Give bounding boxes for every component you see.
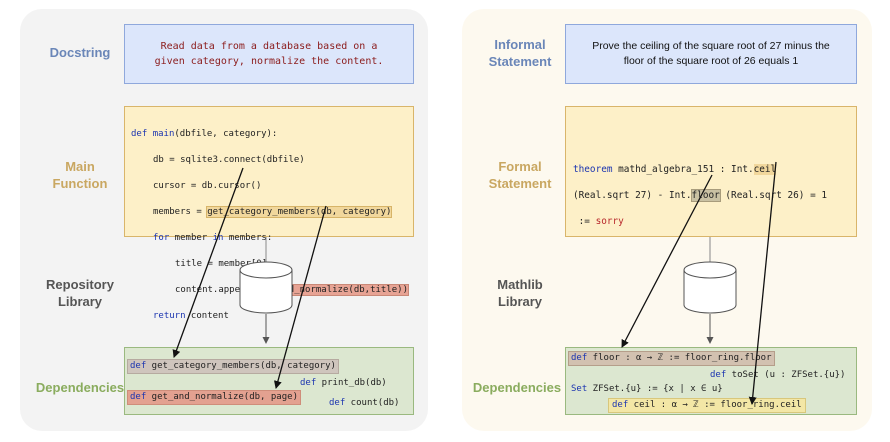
code-keyword: def xyxy=(710,370,727,380)
code-keyword: def xyxy=(571,353,588,363)
code-text: members: xyxy=(223,233,273,243)
highlight-ceil: ceil xyxy=(753,164,777,175)
main-function-code: def main(dbfile, category): db = sqlite3… xyxy=(131,115,409,336)
formal-statement-label: Formal Statement xyxy=(488,159,552,191)
code-text: (Real.sqrt 27) - Int. xyxy=(573,190,692,201)
code-keyword: def xyxy=(131,129,148,139)
code-line-3: cursor = db.cursor() xyxy=(153,181,262,191)
highlight-get-category-members: get_category_members(db, category) xyxy=(206,206,393,218)
informal-statement-text: Prove the ceiling of the square root of … xyxy=(592,40,830,67)
code-line-6: title = member[0] xyxy=(175,259,268,269)
code-line-2: db = sqlite3.connect(dbfile) xyxy=(153,155,305,165)
docstring-box xyxy=(124,24,414,84)
code-text: members = xyxy=(153,207,208,217)
arrow-floor xyxy=(621,174,713,348)
code-keyword: theorem xyxy=(573,164,613,175)
code-text: member xyxy=(169,233,213,243)
code-sorry-keyword: sorry xyxy=(595,216,624,227)
code-text: count(db) xyxy=(345,398,400,408)
code-line-1: def main(dbfile, category): xyxy=(131,128,408,141)
docstring-text: Read data from a database based on a giv… xyxy=(154,41,384,67)
code-text: ZFSet.{u} := {x | x ∈ u} xyxy=(587,384,723,394)
code-text: get_category_members(db, category) xyxy=(146,361,336,371)
code-function-name: main xyxy=(152,129,175,139)
arrow-get-category-members xyxy=(172,167,244,358)
dep-zfset: Set ZFSet.{u} := {x | x ∈ u} xyxy=(571,383,723,396)
formal-statement-box xyxy=(565,106,857,237)
code-keyword: def xyxy=(612,400,629,410)
database-icon-right xyxy=(683,261,737,314)
code-text: floor : α → ℤ := floor_ring.floor xyxy=(587,353,772,363)
dep-print-db: def print_db(db) xyxy=(300,377,387,390)
code-keyword: def xyxy=(130,361,147,371)
formal-line-1: theorem mathd_algebra_151 : Int.ceil xyxy=(573,163,827,176)
repository-library-label: Repository Library xyxy=(46,277,114,309)
formal-statement-code: theorem mathd_algebra_151 : Int.ceil (Re… xyxy=(573,150,827,241)
dep-floor: def floor : α → ℤ := floor_ring.floor xyxy=(568,351,775,366)
code-line-8: return content xyxy=(131,310,408,323)
code-text: print_db(db) xyxy=(316,378,387,388)
formal-line-3: := sorry xyxy=(573,215,827,228)
highlight-floor: floor xyxy=(690,189,721,202)
code-keyword: return xyxy=(153,311,186,321)
highlight-get-and-normalize: get_and_normalize(db,title)) xyxy=(255,284,409,296)
database-icon-left xyxy=(239,261,293,314)
code-line-4: members = get_category_members(db, categ… xyxy=(131,206,408,219)
code-text: content xyxy=(185,311,229,321)
informal-statement-label: Informal Statement xyxy=(488,37,552,69)
code-text: mathd_algebra_151 : Int. xyxy=(612,164,754,175)
dep-get-and-normalize: def get_and_normalize(db, page) xyxy=(127,390,301,405)
code-keyword: def xyxy=(300,378,317,388)
dep-count: def count(db) xyxy=(329,397,399,410)
code-text: content.append( xyxy=(175,285,257,295)
code-keyword: for xyxy=(153,233,170,243)
arrow-ceil xyxy=(748,161,777,405)
mathlib-library-label: Mathlib Library xyxy=(497,277,543,309)
dependencies-label-right: Dependencies xyxy=(472,380,562,395)
code-text: (dbfile, category): xyxy=(174,129,278,139)
docstring-label: Docstring xyxy=(49,45,111,60)
code-keyword: def xyxy=(329,398,346,408)
code-line-7: content.append(get_and_normalize(db,titl… xyxy=(131,284,409,297)
dep-toset: def toSet (u : ZFSet.{u}) xyxy=(710,369,845,382)
dependencies-label-left: Dependencies xyxy=(35,380,125,395)
arrow-get-and-normalize xyxy=(273,205,327,389)
formal-line-2: (Real.sqrt 27) - Int.floor (Real.sqrt 26… xyxy=(573,189,827,202)
main-function-label: Main Function xyxy=(52,159,108,191)
code-keyword: def xyxy=(130,392,147,402)
code-text: get_and_normalize(db, page) xyxy=(146,392,298,402)
code-keyword: Set xyxy=(571,384,588,394)
code-text: (Real.sqrt 26) = 1 xyxy=(719,190,828,201)
code-text: := xyxy=(573,216,596,227)
code-text: ceil : α → ℤ := floor_ring.ceil xyxy=(628,400,802,410)
code-text: toSet (u : ZFSet.{u}) xyxy=(726,370,846,380)
informal-statement-box xyxy=(565,24,857,84)
dep-get-category-members: def get_category_members(db, category) xyxy=(127,359,339,374)
